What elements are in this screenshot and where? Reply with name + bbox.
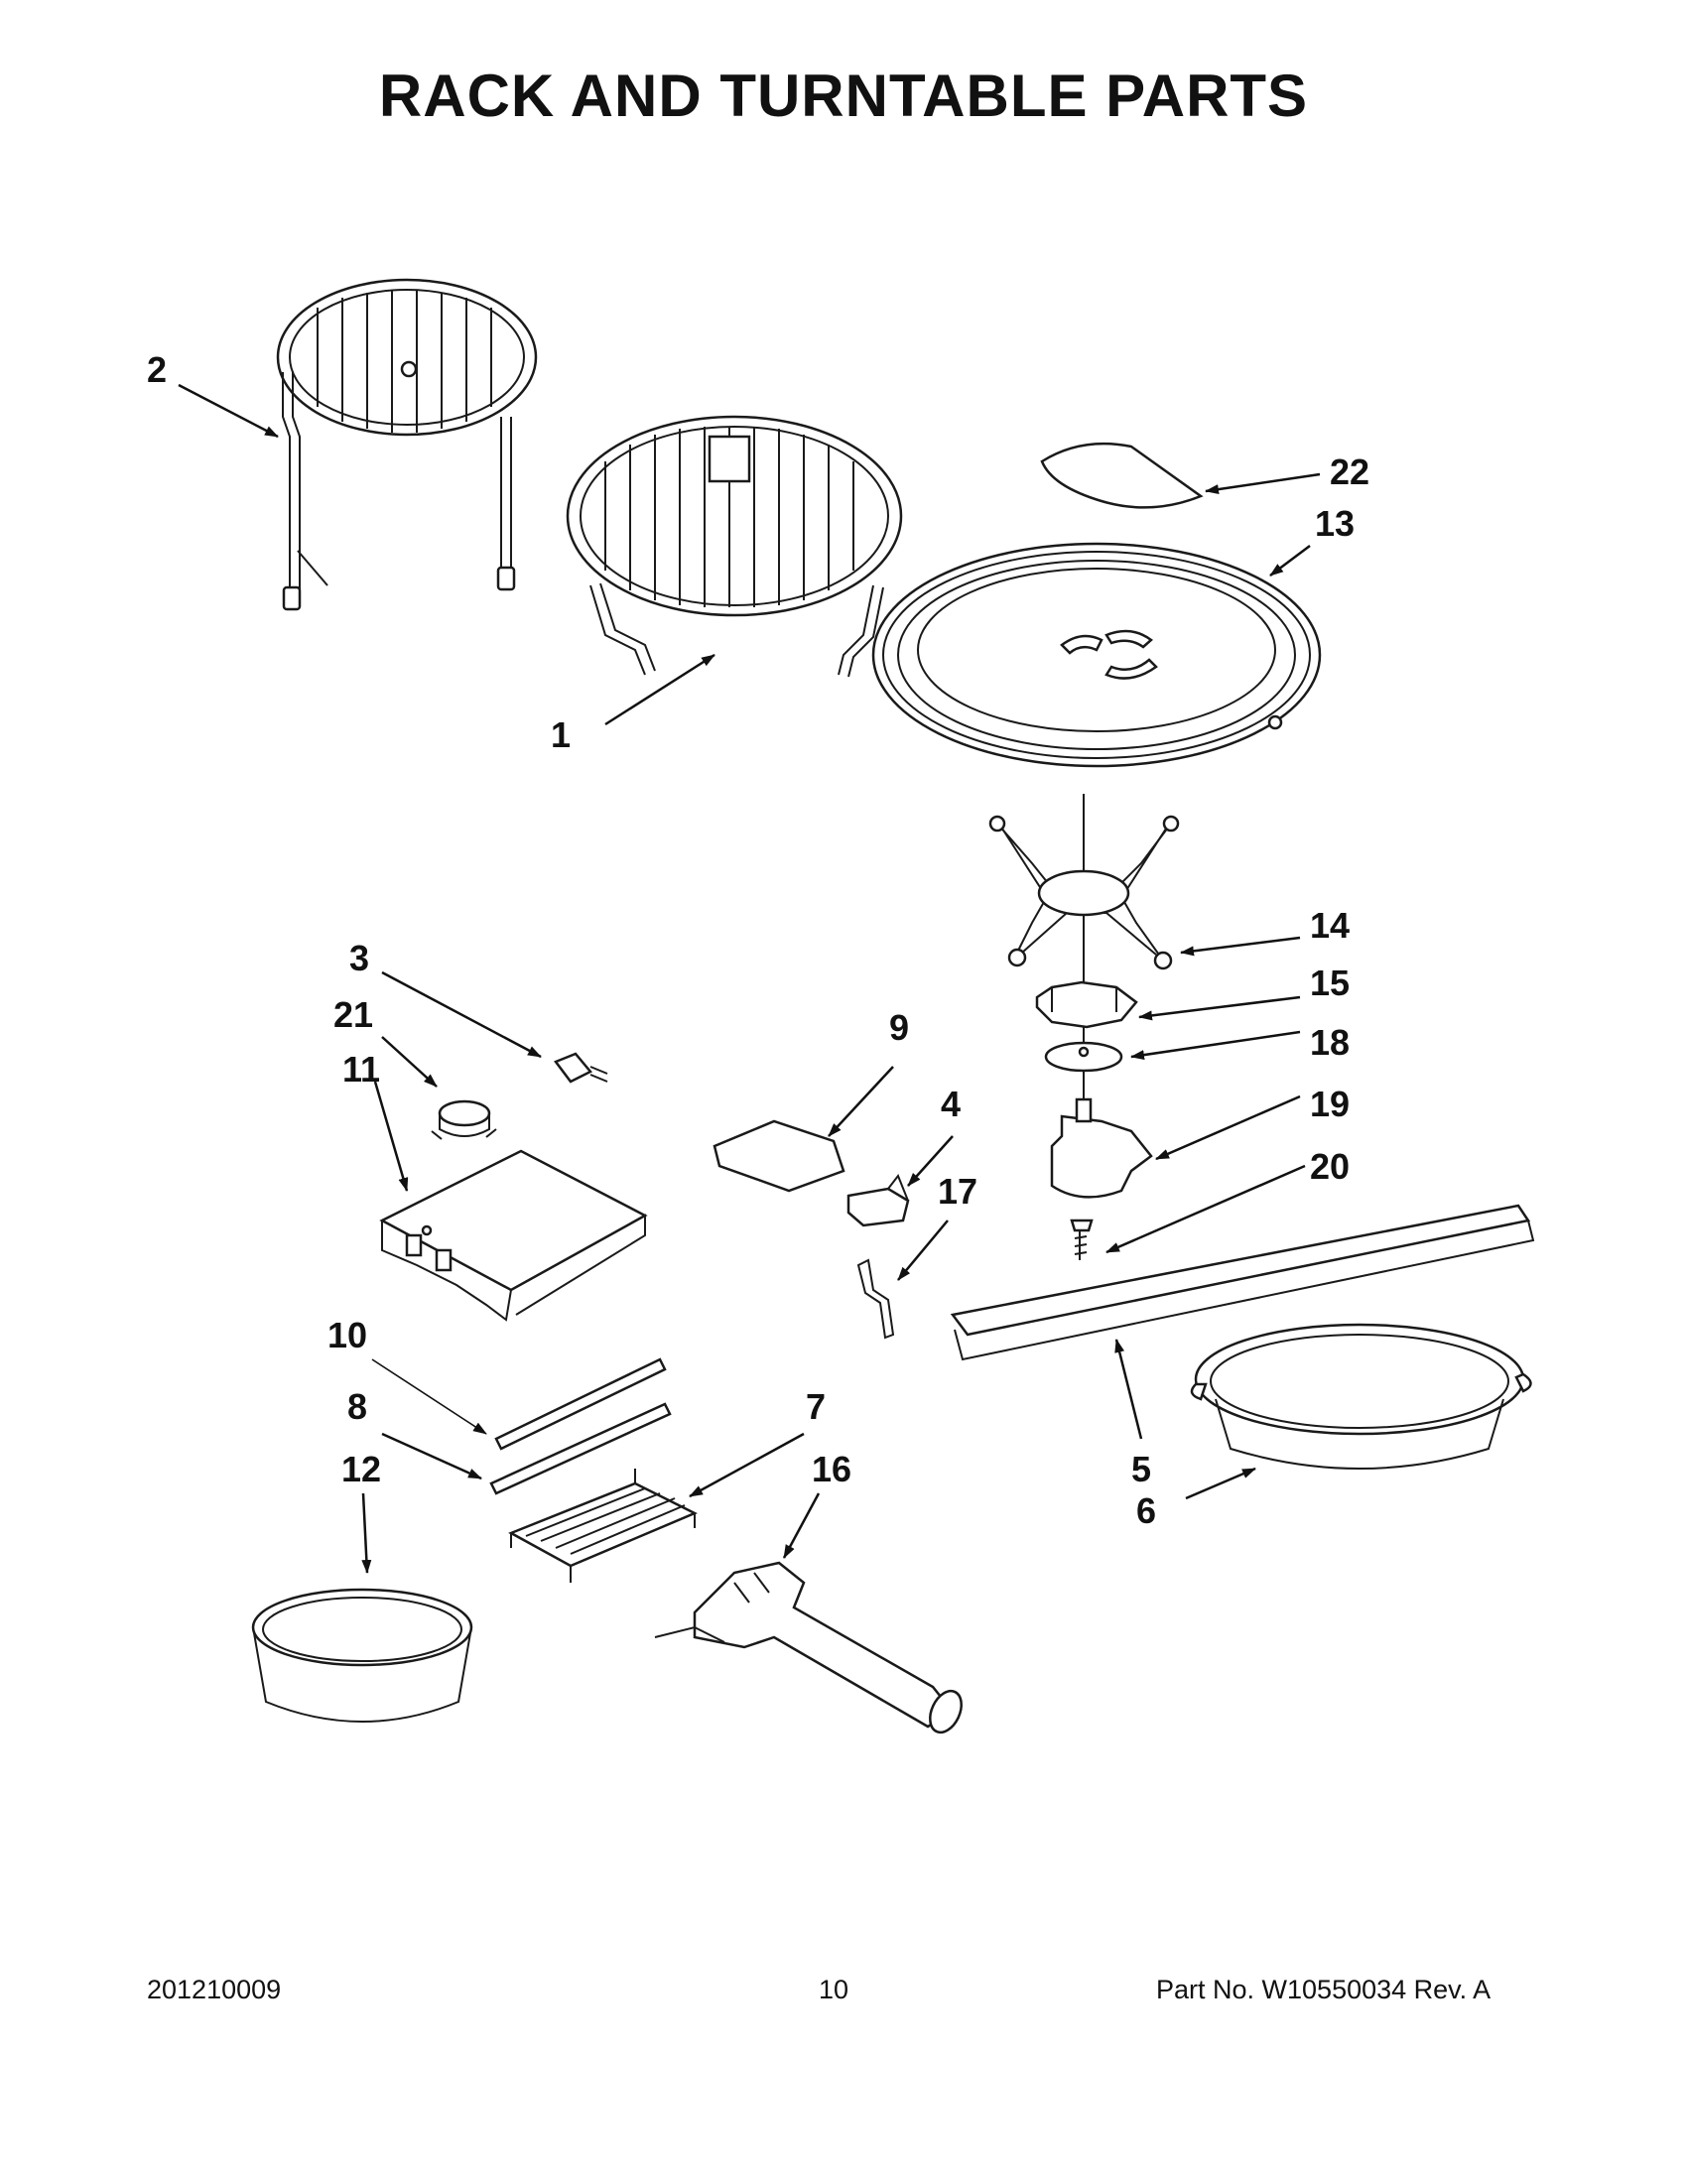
leader-12 <box>361 1492 372 1574</box>
leader-20 <box>1105 1164 1306 1254</box>
footer-doc-code: 201210009 <box>147 1975 282 2004</box>
callout-9: 9 <box>889 1007 909 1048</box>
leader-22 <box>1205 472 1321 495</box>
callout-20: 20 <box>1310 1146 1350 1187</box>
callout-14: 14 <box>1310 905 1350 946</box>
footer-part-number: Part No. W10550034 Rev. A <box>1156 1975 1492 2004</box>
leader-7 <box>689 1432 805 1498</box>
leader-19 <box>1155 1094 1301 1161</box>
leader-14 <box>1180 936 1301 957</box>
part-roller-guide <box>988 815 1180 970</box>
leader-21 <box>381 1036 438 1088</box>
callout-22: 22 <box>1330 451 1369 492</box>
leader-lines <box>178 383 1321 1574</box>
callout-12: 12 <box>341 1449 381 1489</box>
part-reflector-grate <box>508 1469 698 1583</box>
leader-3 <box>381 970 542 1059</box>
callout-17: 17 <box>938 1171 977 1212</box>
callout-7: 7 <box>806 1386 826 1427</box>
callout-10: 10 <box>327 1315 367 1355</box>
part-round-pan <box>251 1588 473 1723</box>
leader-18 <box>1130 1030 1301 1061</box>
part-large-rack <box>566 415 903 678</box>
callout-11: 11 <box>342 1049 380 1090</box>
part-connector <box>846 1173 910 1227</box>
leader-8 <box>381 1432 482 1480</box>
callout-3: 3 <box>349 938 369 978</box>
part-plug <box>554 1052 608 1084</box>
part-screw <box>1070 1219 1094 1260</box>
part-cover-pad <box>1040 442 1204 509</box>
part-washer <box>1044 1041 1123 1073</box>
callout-21: 21 <box>333 994 373 1035</box>
leader-4 <box>907 1135 954 1187</box>
leader-15 <box>1138 995 1301 1021</box>
leader-16 <box>782 1492 821 1559</box>
callout-5: 5 <box>1131 1449 1151 1489</box>
page-title: RACK AND TURNTABLE PARTS <box>378 63 1309 129</box>
callout-4: 4 <box>941 1084 961 1124</box>
part-handle <box>654 1561 963 1734</box>
leader-10 <box>371 1358 487 1435</box>
part-turntable-motor <box>1050 1097 1153 1199</box>
part-bracket <box>856 1258 895 1340</box>
callout-18: 18 <box>1310 1022 1350 1063</box>
part-mica-plate <box>713 1119 845 1193</box>
part-turntable-tray <box>871 542 1322 768</box>
callout-19: 19 <box>1310 1084 1350 1124</box>
callout-8: 8 <box>347 1386 367 1427</box>
part-small-rack <box>276 278 538 611</box>
callout-15: 15 <box>1310 963 1350 1003</box>
leader-5 <box>1114 1339 1143 1440</box>
leader-1 <box>604 653 715 726</box>
leader-2 <box>178 383 279 439</box>
part-trim-strip <box>950 1204 1535 1361</box>
leader-17 <box>897 1220 949 1281</box>
part-heater-cover <box>379 1149 648 1322</box>
part-oval-pan <box>1190 1323 1532 1470</box>
callout-13: 13 <box>1315 503 1355 544</box>
callout-1: 1 <box>551 714 571 755</box>
part-heating-element-tubes <box>489 1357 672 1495</box>
callout-2: 2 <box>147 349 167 390</box>
callout-6: 6 <box>1136 1490 1156 1531</box>
footer-page-number: 10 <box>819 1975 849 2004</box>
leader-6 <box>1185 1467 1256 1500</box>
callout-16: 16 <box>812 1449 851 1489</box>
leader-13 <box>1269 545 1311 577</box>
leader-11 <box>373 1081 409 1192</box>
leader-9 <box>828 1066 894 1137</box>
part-coupler <box>1035 980 1138 1029</box>
callout-labels: 2 1 22 13 14 15 18 19 20 5 6 9 4 17 3 21… <box>147 349 1369 1531</box>
part-thermostat <box>431 1099 497 1140</box>
